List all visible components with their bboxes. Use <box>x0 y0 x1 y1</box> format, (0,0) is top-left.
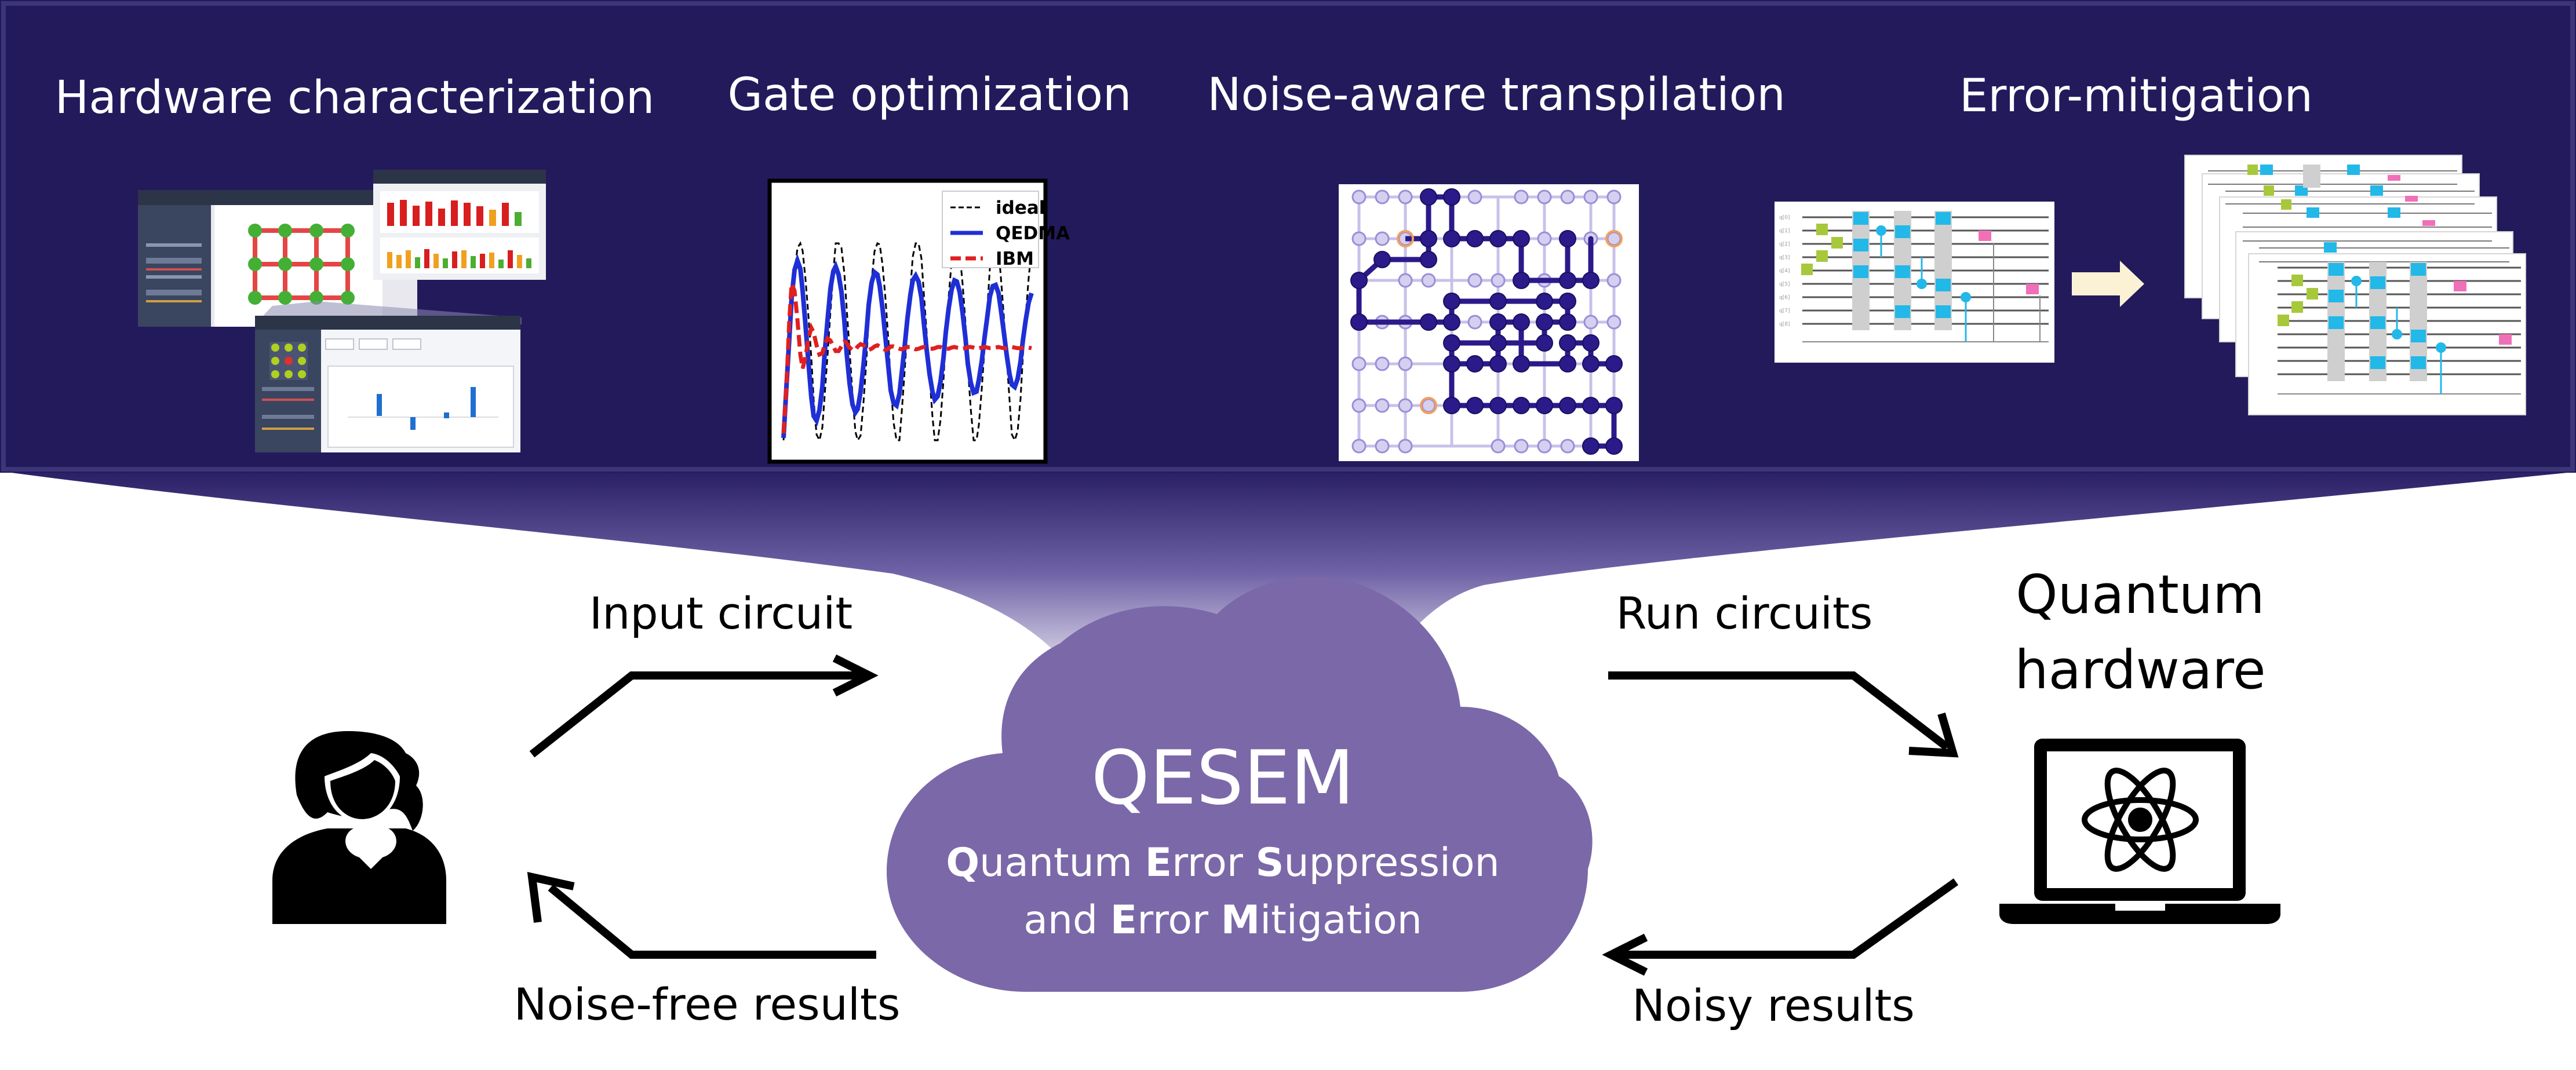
initial-m: M <box>1221 897 1260 943</box>
stage-title-gate: Gate optimization <box>728 69 1132 121</box>
svg-text:q[7]: q[7] <box>1779 308 1790 314</box>
initial-e: E <box>1145 840 1172 886</box>
word-error: rror <box>1172 840 1255 886</box>
svg-text:q[1]: q[1] <box>1779 228 1790 234</box>
flow-labels: Input circuit Noise-free results Run cir… <box>514 587 1915 1031</box>
hardware-label-line2: hardware <box>2014 639 2265 701</box>
ibm-curve <box>781 283 1032 434</box>
transpilation-graph <box>1339 184 1639 461</box>
svg-text:q[4]: q[4] <box>1779 268 1790 274</box>
gate-optimization-plot: ideal QEDMA IBM <box>767 178 1070 464</box>
word-and: and <box>1023 897 1110 943</box>
arrow-right-icon <box>2072 261 2144 307</box>
stage-title-error-mitigation: Error-mitigation <box>1959 70 2313 122</box>
stage-title-transpilation: Noise-aware transpilation <box>1207 69 1786 121</box>
stage-title-hardware: Hardware characterization <box>55 72 655 124</box>
hardware-label-line1: Quantum <box>2016 564 2264 626</box>
atom-icon <box>2082 768 2199 872</box>
stage-titles: Hardware characterization Gate optimizat… <box>55 69 2313 124</box>
legend-ibm: IBM <box>996 249 1034 269</box>
user-icon <box>272 731 446 924</box>
svg-text:q[0]: q[0] <box>1779 215 1790 221</box>
word-suppression: uppression <box>1284 840 1499 886</box>
svg-text:q[8]: q[8] <box>1779 322 1790 327</box>
flow-arrows <box>527 654 1959 976</box>
word-mitigation: itigation <box>1260 897 1422 943</box>
output-arrow <box>548 884 876 959</box>
label-noise-free-results: Noise-free results <box>514 978 901 1030</box>
svg-text:q[3]: q[3] <box>1779 255 1790 261</box>
noisy-arrow <box>1617 878 1959 959</box>
svg-text:q[2]: q[2] <box>1779 242 1790 247</box>
word-error2: rror <box>1137 897 1220 943</box>
initial-e2: E <box>1110 897 1137 943</box>
qesem-cloud <box>887 577 1593 992</box>
legend-ideal: ideal <box>996 198 1045 218</box>
initial-q: Q <box>946 840 979 886</box>
svg-text:q[5]: q[5] <box>1779 282 1790 287</box>
error-mitigation-graphic: q[0] q[1] q[2] q[3] q[4] q[5] q[6] q[7] q[8] <box>1775 155 2526 415</box>
qesem-title: QESEM <box>1091 735 1354 821</box>
label-noisy-results: Noisy results <box>1632 980 1915 1031</box>
label-input-circuit: Input circuit <box>589 587 852 639</box>
word-quantum: uantum <box>979 840 1145 886</box>
qedma-curve <box>781 253 1034 439</box>
qesem-subtitle-line2: and Error Mitigation <box>1023 897 1422 943</box>
label-run-circuits: Run circuits <box>1616 587 1873 639</box>
run-arrow <box>1608 671 1950 751</box>
svg-text:q[6]: q[6] <box>1779 295 1790 301</box>
legend-qedma: QEDMA <box>996 223 1070 244</box>
qesem-subtitle-line1: Quantum Error Suppression <box>946 840 1499 886</box>
input-arrow <box>529 671 863 758</box>
initial-s: S <box>1255 840 1284 886</box>
hardware-characterization-thumbnail <box>138 170 546 452</box>
